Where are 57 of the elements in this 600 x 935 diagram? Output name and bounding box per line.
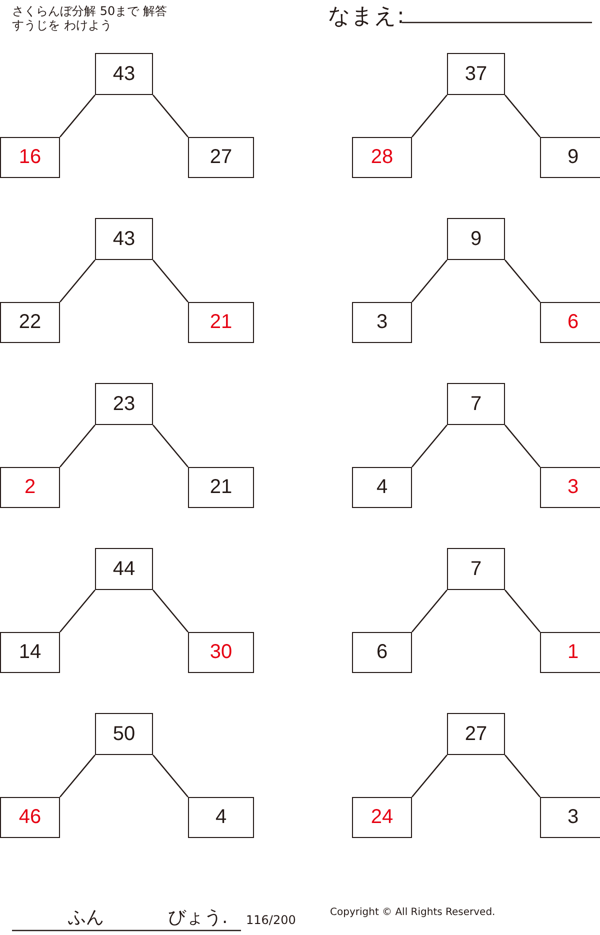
connector-line bbox=[60, 424, 96, 468]
answer-box: 9 bbox=[540, 137, 600, 178]
number-box: 23 bbox=[95, 383, 153, 425]
answer-box: 30 bbox=[188, 632, 254, 673]
number-box: 7 bbox=[447, 383, 505, 425]
number-box: 9 bbox=[447, 218, 505, 260]
answer-box: 2 bbox=[0, 467, 60, 508]
connector-line bbox=[412, 424, 448, 468]
connector-line bbox=[60, 94, 96, 138]
answer-box: 3 bbox=[540, 467, 600, 508]
connector-line bbox=[504, 424, 540, 468]
connector-line bbox=[60, 590, 96, 632]
connector-line bbox=[152, 260, 188, 302]
connector-line bbox=[412, 754, 448, 798]
answer-box: 46 bbox=[0, 797, 60, 838]
worksheet-title: さくらんぼ分解 50まで 解答 bbox=[12, 3, 167, 20]
answer-box: 27 bbox=[188, 137, 254, 178]
answer-box: 22 bbox=[0, 302, 60, 343]
connector-line bbox=[152, 424, 188, 468]
answer-box: 24 bbox=[352, 797, 412, 838]
answer-box: 6 bbox=[352, 632, 412, 673]
answer-box: 3 bbox=[352, 302, 412, 343]
connector-line bbox=[60, 260, 96, 302]
connector-line bbox=[412, 260, 448, 302]
connector-line bbox=[504, 590, 540, 632]
number-box: 50 bbox=[95, 713, 153, 755]
number-box: 37 bbox=[447, 53, 505, 95]
seconds-label: びょう. bbox=[168, 906, 228, 929]
answer-box: 4 bbox=[352, 467, 412, 508]
answer-box: 6 bbox=[540, 302, 600, 343]
answer-box: 3 bbox=[540, 797, 600, 838]
subtitle: すうじを わけよう bbox=[12, 17, 112, 34]
connector-line bbox=[412, 590, 448, 632]
number-box: 7 bbox=[447, 548, 505, 590]
number-box: 43 bbox=[95, 53, 153, 95]
connector-line bbox=[152, 94, 188, 138]
connector-line bbox=[504, 94, 540, 138]
name-label: なまえ: bbox=[328, 3, 404, 31]
page-number: 116/200 bbox=[246, 913, 296, 927]
number-box: 27 bbox=[447, 713, 505, 755]
answer-box: 28 bbox=[352, 137, 412, 178]
answer-box: 4 bbox=[188, 797, 254, 838]
number-box: 43 bbox=[95, 218, 153, 260]
connector-line bbox=[504, 754, 540, 798]
connector-line bbox=[412, 94, 448, 138]
answer-box: 16 bbox=[0, 137, 60, 178]
answer-box: 21 bbox=[188, 302, 254, 343]
answer-box: 21 bbox=[188, 467, 254, 508]
answer-box: 1 bbox=[540, 632, 600, 673]
connector-line bbox=[60, 754, 96, 798]
copyright-notice: Copyright © All Rights Reserved. bbox=[330, 907, 496, 918]
connector-line bbox=[152, 590, 188, 632]
number-box: 44 bbox=[95, 548, 153, 590]
answer-box: 14 bbox=[0, 632, 60, 673]
connector-line bbox=[504, 260, 540, 302]
connector-line bbox=[152, 754, 188, 798]
minutes-label: ふん bbox=[68, 906, 104, 929]
